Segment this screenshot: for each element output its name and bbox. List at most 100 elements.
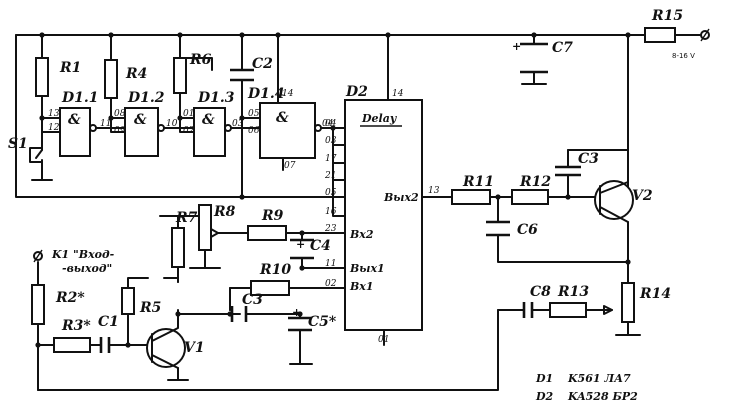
ic-d2 (344, 99, 423, 331)
legend-part-d2: KA528 БР2 (567, 390, 638, 403)
pin-d12-09: 09 (114, 126, 126, 136)
transistors (146, 177, 634, 369)
pin-d14-06: 06 (248, 126, 260, 136)
label-r14: R14 (639, 286, 671, 302)
ic-label-out2: Вых2 (383, 191, 419, 204)
pin-d13-02: 02 (183, 126, 195, 136)
capacitor-c4 (290, 238, 314, 260)
gate-d1-3 (193, 107, 226, 157)
resistor-r13 (549, 302, 587, 318)
label-supply: 8-16 V (672, 52, 695, 60)
pin-d11-13: 13 (48, 109, 60, 119)
pin-d2-05: 05 (325, 188, 337, 198)
label-s1: S1 (8, 136, 28, 152)
gate-d1-2 (124, 107, 159, 157)
label-c7: C7 (552, 40, 573, 56)
label-connector-line2: -выход" (62, 262, 112, 275)
resistor-r3 (53, 337, 91, 353)
label-r15: R15 (651, 8, 683, 24)
gate-d1-1-symbol: & (68, 112, 81, 128)
ic-label-out1: Вых1 (349, 262, 385, 275)
pin-d12-08: 08 (114, 109, 126, 119)
ic-label-in1: Вх1 (349, 280, 374, 293)
label-d1-1: D1.1 (61, 90, 99, 106)
label-c3-top: C3 (578, 151, 599, 167)
resistor-r8 (198, 204, 212, 251)
junctions (35, 32, 631, 348)
label-r7: R7 (175, 210, 198, 226)
resistor-r11 (451, 189, 491, 205)
legend-ref-d2: D2 (535, 390, 554, 403)
label-r8: R8 (213, 204, 236, 220)
label-d1-3: D1.3 (197, 90, 235, 106)
capacitor-c3-mid (230, 306, 248, 322)
label-r5: R5 (139, 300, 161, 316)
label-r1: R1 (59, 60, 81, 76)
pin-d12-10: 10 (166, 119, 178, 129)
capacitor-c7 (520, 42, 548, 74)
label-connector-line1: K1 "Вход- (51, 248, 115, 261)
ic-label-vcc: 14 (392, 89, 404, 99)
logic-gates (59, 102, 322, 171)
c5-plus-sign: + (292, 306, 301, 319)
label-c5: C5* (308, 314, 337, 330)
legend-ref-d1: D1 (535, 372, 553, 385)
c7-plus-sign: + (512, 40, 521, 53)
gate-d1-2-symbol: & (134, 112, 147, 128)
label-d1-4: D1.4 (247, 86, 285, 102)
resistor-r14 (621, 282, 635, 323)
gate-d1-1 (59, 107, 91, 157)
label-c8: C8 (530, 284, 551, 300)
capacitors (99, 42, 581, 353)
pin-d2-04: 04 (325, 119, 337, 129)
gate-d1-4 (259, 102, 316, 159)
resistor-r1 (35, 57, 49, 97)
capacitor-c1 (99, 337, 111, 353)
ic-label-gnd: 01 (378, 335, 389, 345)
pin-d14-07: 07 (284, 161, 296, 171)
pin-d2-11: 11 (325, 259, 336, 269)
capacitor-c3-top (555, 165, 581, 177)
parts-legend: D1 K561 ЛА7 D2 KA528 БР2 (535, 372, 638, 403)
gate-d1-3-symbol: & (202, 112, 215, 128)
resistor-r4 (104, 59, 118, 99)
resistor-r6 (173, 57, 187, 94)
pin-d11-12: 12 (48, 123, 60, 133)
pin-d2-02: 02 (325, 279, 337, 289)
switch-s1 (29, 147, 43, 163)
pin-d2-16: 16 (325, 207, 337, 217)
legend-part-d1: K561 ЛА7 (567, 372, 631, 385)
label-v1: V1 (184, 340, 205, 356)
resistor-r5 (121, 287, 135, 315)
pin-d2-17: 17 (325, 154, 337, 164)
gate-d1-4-symbol: & (276, 110, 289, 126)
label-c6: C6 (517, 222, 538, 238)
label-r4: R4 (125, 66, 147, 82)
label-r11: R11 (462, 174, 494, 190)
capacitor-c2 (230, 68, 254, 82)
pin-d14-14: 14 (282, 89, 294, 99)
label-c4: C4 (310, 238, 331, 254)
label-c3-mid: C3 (242, 292, 263, 308)
resistors (31, 27, 676, 353)
label-r12: R12 (519, 174, 551, 190)
pin-d2-23: 23 (324, 224, 337, 234)
pin-d2-03: 03 (325, 136, 337, 146)
label-c2: C2 (252, 56, 273, 72)
label-r9: R9 (261, 208, 284, 224)
resistor-r7 (171, 227, 185, 268)
ic-label-in2: Вх2 (349, 228, 374, 241)
resistor-r9 (247, 225, 287, 241)
label-v2: V2 (632, 188, 653, 204)
capacitor-c5 (288, 316, 312, 332)
label-r13: R13 (557, 284, 589, 300)
pin-d11-11: 11 (100, 119, 111, 129)
c4-plus-sign: + (296, 238, 305, 251)
resistor-r15 (644, 27, 676, 43)
resistor-r10 (250, 280, 290, 296)
resistor-r2 (31, 284, 45, 325)
pin-d13-03: 03 (232, 119, 244, 129)
label-d1-2: D1.2 (127, 90, 165, 106)
pin-d2-13: 13 (428, 186, 440, 196)
